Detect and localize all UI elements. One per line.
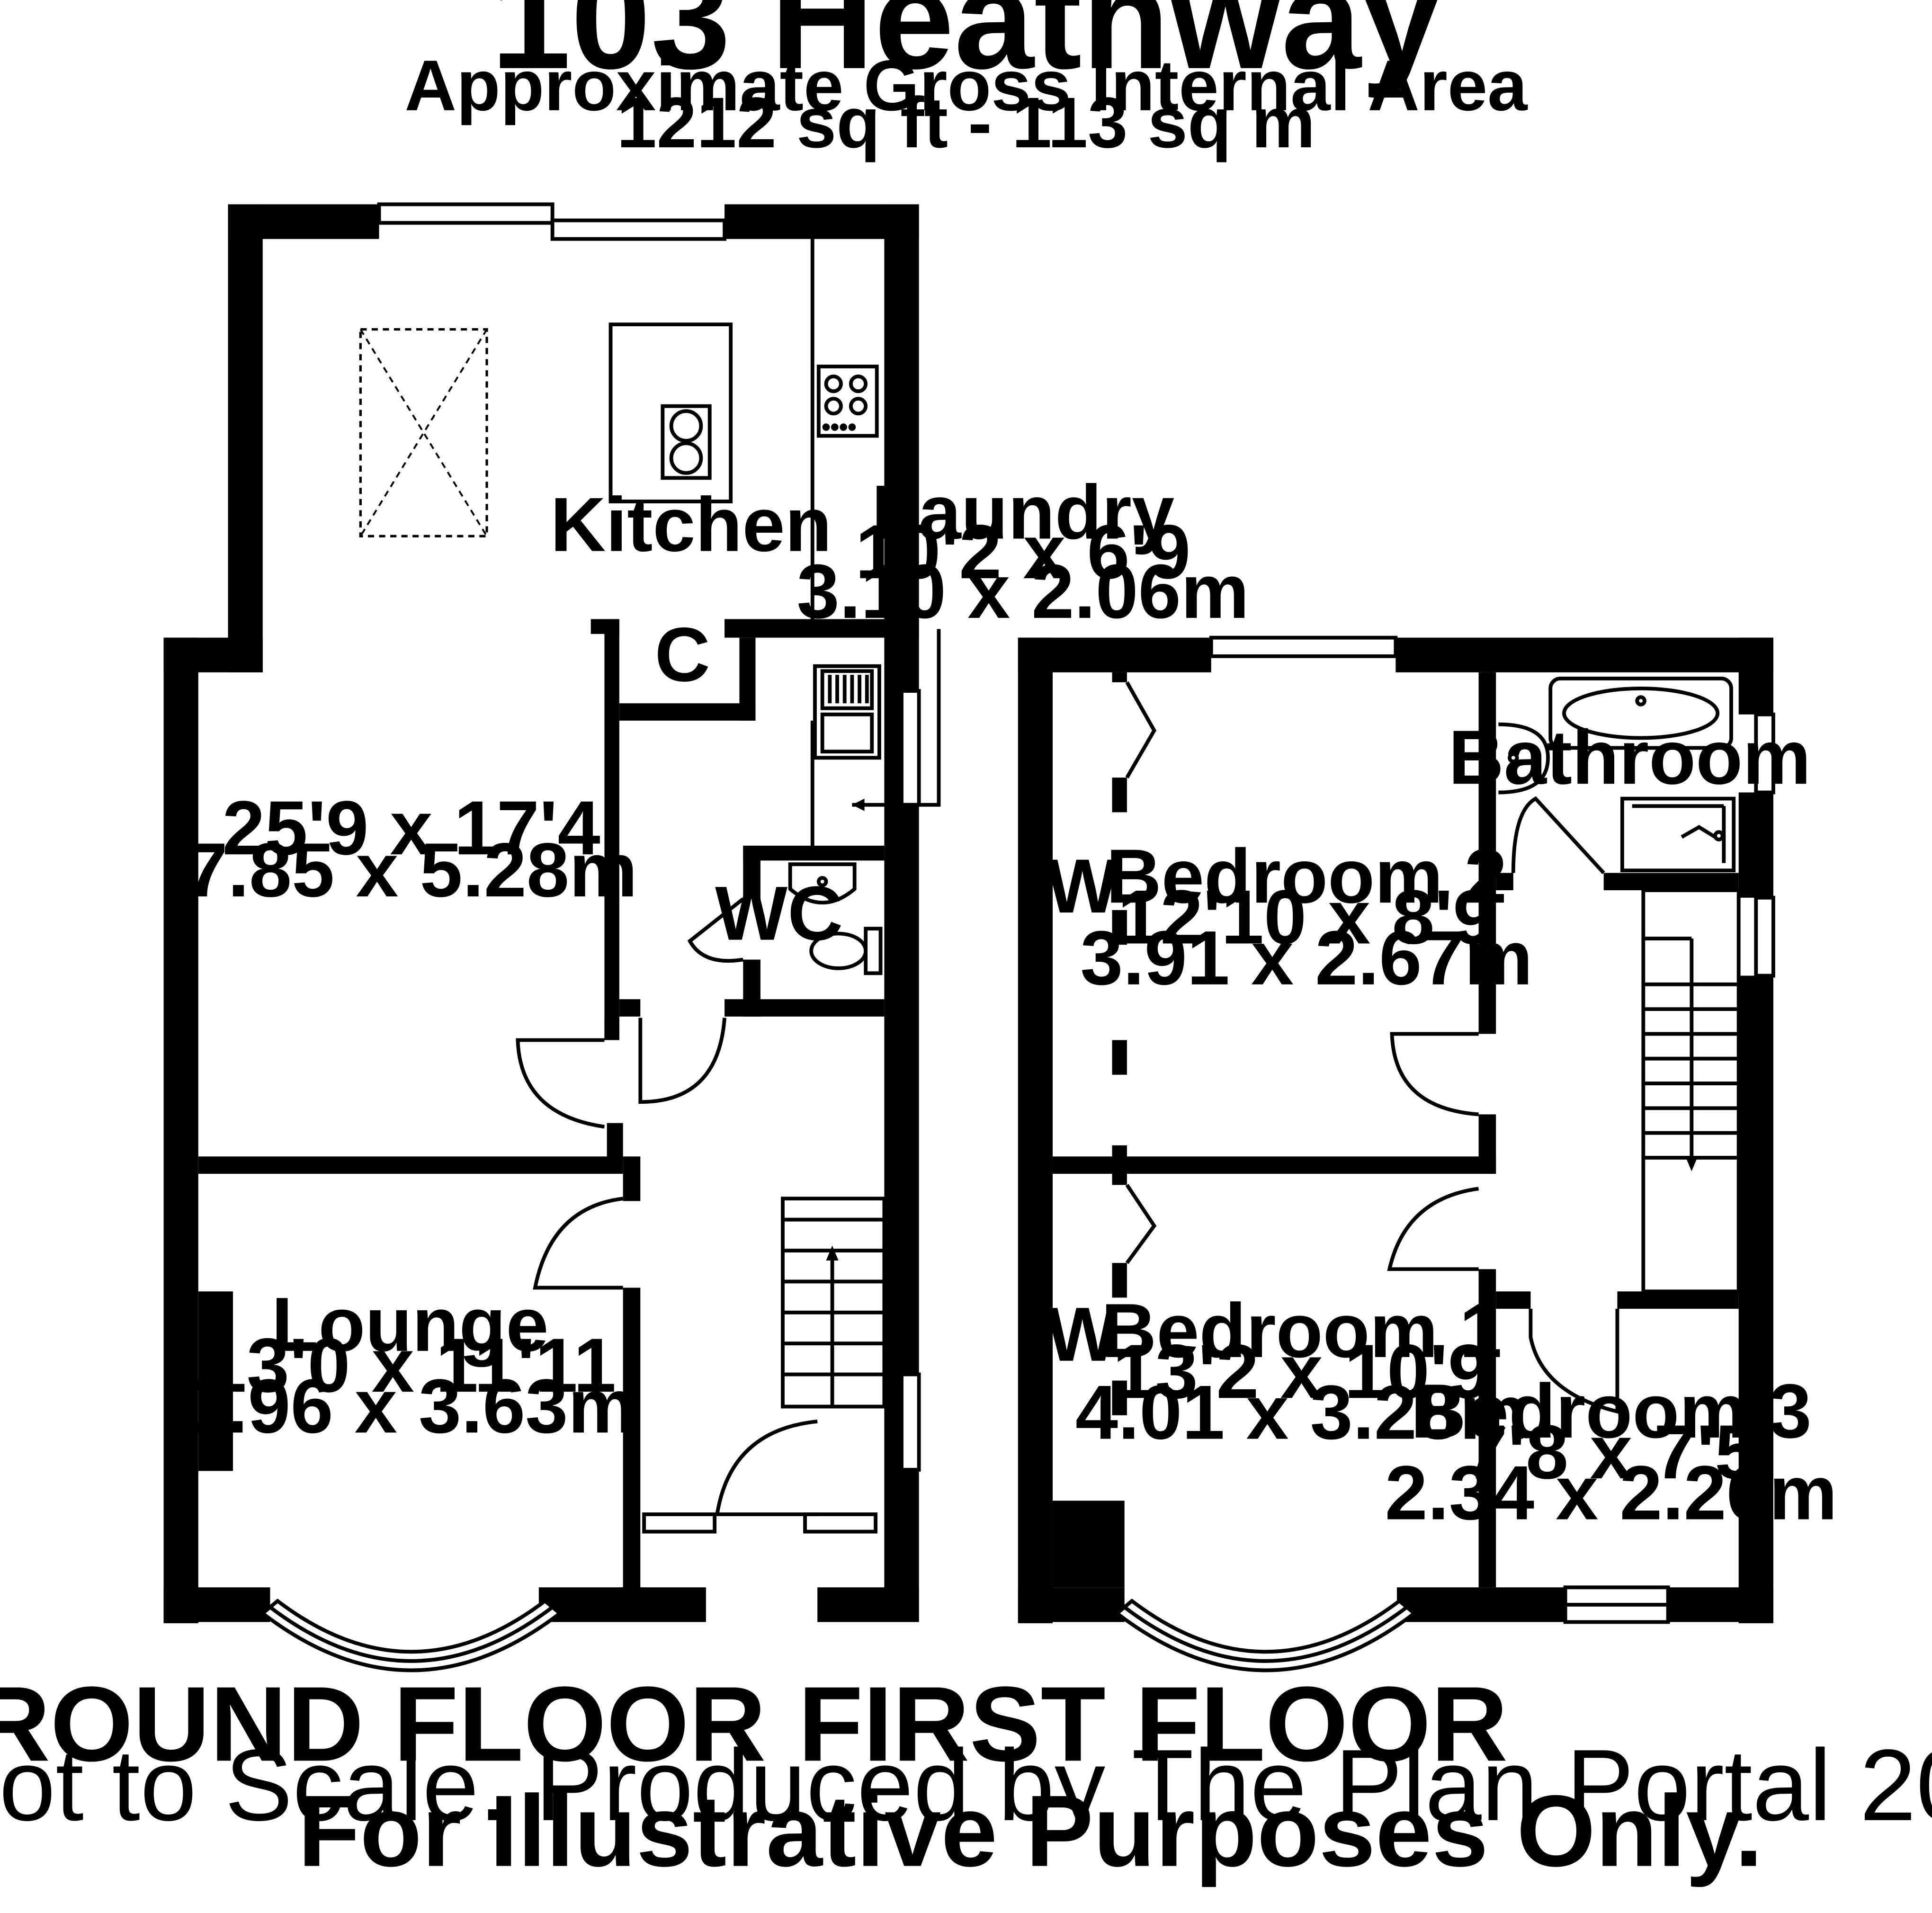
first-floor-stairs	[1641, 888, 1741, 1294]
kitchen-island	[608, 322, 733, 503]
skylight	[359, 328, 488, 537]
bedroom2-dims-imperial: 12'10 x 8'9	[1118, 875, 1495, 960]
cupboard-label: C	[655, 612, 710, 697]
wc-label: WC	[715, 871, 843, 956]
area-label: Approximate Gross Internal Area	[404, 46, 1528, 126]
bedroom2-window	[1209, 635, 1398, 658]
bedroom1-dims-imperial: 13'2 x 10'9	[1112, 1329, 1490, 1414]
laundry-sink	[813, 664, 881, 760]
wardrobe-doors-upper	[1125, 681, 1156, 779]
bathroom-window	[1754, 712, 1775, 795]
laundry-dims-imperial: 10'2 x 6'9	[855, 509, 1190, 595]
bedroom2-label: Bedroom 2	[1106, 833, 1507, 919]
area-value: 1212 sq ft - 113 sq m	[617, 83, 1315, 163]
bathroom-door	[1511, 796, 1605, 875]
laundry-dims-metric: 3.10 x 2.06m	[797, 549, 1249, 635]
purpose-text: For Illustrative Purposes Only.	[298, 1775, 1763, 1888]
ground-floor-stairs	[781, 1197, 886, 1409]
wardrobe-label-upper: W	[1046, 843, 1118, 929]
bathroom-label: Bathroom	[1449, 715, 1811, 800]
plan-title: 103 Heathway	[491, 0, 1442, 99]
wardrobe-doors-lower	[1125, 1184, 1157, 1264]
wardrobe-label-lower: W	[1046, 1292, 1118, 1377]
landing-window	[1754, 895, 1775, 978]
laundry-label: Laundry	[872, 469, 1175, 555]
bedroom3-dims-metric: 2.34 x 2.26m	[1385, 1450, 1837, 1536]
first-floor-walls	[1018, 637, 1773, 1624]
bay-window-bedroom1	[1114, 1599, 1417, 1672]
bathroom-basin	[1498, 722, 1550, 795]
bay-window-lounge	[259, 1599, 563, 1672]
first-floor-label: FIRST FLOOR	[798, 1664, 1508, 1783]
front-window-left	[642, 1512, 717, 1534]
bedroom2-dims-metric: 3.91 x 2.67m	[1080, 915, 1532, 1001]
side-window-hall	[900, 1372, 921, 1472]
kitchen-dims-imperial: 25'9 x 17'4	[222, 785, 600, 871]
bedroom3-label: Bedroom 3	[1411, 1368, 1812, 1454]
lounge-dims-imperial: 13'0 x 11'11	[204, 1323, 617, 1408]
bedroom1-dims-metric: 4.01 x 3.28m	[1075, 1369, 1528, 1455]
wc-basin	[788, 862, 857, 905]
front-window-right	[803, 1512, 878, 1534]
kitchen-dims-metric: 7.85 x 5.28m	[185, 827, 637, 913]
first-floor-plan: Bathroom W W Bedroom 2 12'10 x 8'9 3.91 …	[1018, 635, 1837, 1672]
ground-floor-plan: Kitchen C Laundry 10'2 x 6'9 3.10 x 2.06…	[163, 202, 1249, 1672]
disclaimer-text: Not to Scale. Produced by The Plan Porta…	[0, 1729, 1932, 1842]
rear-windows	[377, 202, 727, 241]
lounge-dims-metric: 3.96 x 3.63m	[184, 1363, 636, 1449]
bedroom3-dims-imperial: 7'8 x 7'5	[1465, 1409, 1757, 1495]
kitchen-label: Kitchen	[550, 482, 832, 568]
side-window-laundry	[900, 689, 921, 807]
bathtub	[1548, 677, 1733, 750]
laundry-leader-line	[852, 629, 941, 807]
cooker	[816, 365, 879, 438]
ground-floor-label: GROUND FLOOR	[0, 1664, 766, 1783]
bedroom1-label: Bedroom 1	[1101, 1288, 1502, 1374]
lounge-label: Lounge	[271, 1282, 548, 1368]
wc-toilet	[809, 927, 883, 975]
shower	[1620, 796, 1736, 873]
